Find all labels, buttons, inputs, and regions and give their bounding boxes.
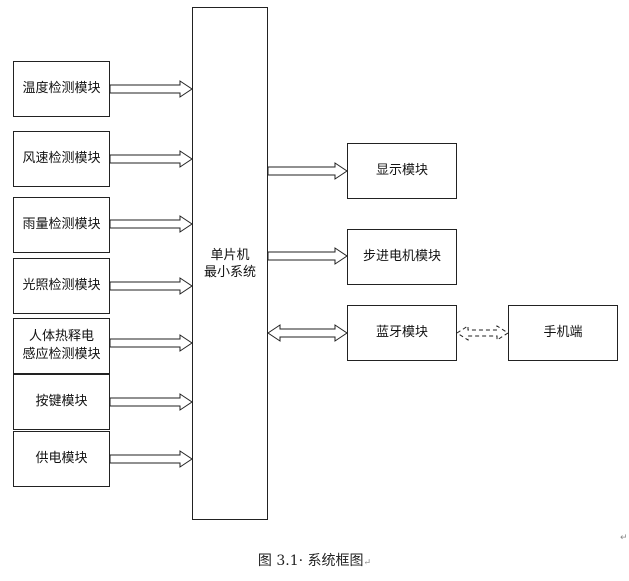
phone-terminal: 手机端 xyxy=(508,305,618,361)
arrow-bluetooth-phone-wireless xyxy=(456,325,509,341)
arrow-wind-to-mcu xyxy=(109,150,193,168)
wind-speed-module: 风速检测模块 xyxy=(13,131,110,187)
stepper-motor-module: 步进电机模块 xyxy=(347,229,457,285)
mcu-minimum-system: 单片机 最小系统 xyxy=(192,7,268,520)
arrow-mcu-to-display xyxy=(267,162,348,180)
power-module-label: 供电模块 xyxy=(35,451,88,466)
keys-module-label: 按键模块 xyxy=(35,394,88,409)
arrow-temperature-to-mcu xyxy=(109,80,193,98)
arrow-power-to-mcu xyxy=(109,450,193,468)
figure-caption: 图 3.1· 系统框图↵ xyxy=(0,552,629,572)
rain-module: 雨量检测模块 xyxy=(13,197,110,253)
display-module: 显示模块 xyxy=(347,143,457,199)
keys-module: 按键模块 xyxy=(13,374,110,430)
arrow-mcu-to-stepper xyxy=(267,247,348,265)
display-module-label: 显示模块 xyxy=(375,163,428,178)
temperature-module-label: 温度检测模块 xyxy=(22,81,101,96)
light-module-label: 光照检测模块 xyxy=(22,278,101,293)
arrow-light-to-mcu xyxy=(109,277,193,295)
pir-module-label: 人体热释电 感应检测模块 xyxy=(22,329,101,362)
wind-speed-module-label: 风速检测模块 xyxy=(22,151,101,166)
arrow-rain-to-mcu xyxy=(109,215,193,233)
pir-module: 人体热释电 感应检测模块 xyxy=(13,318,110,374)
bluetooth-module-label: 蓝牙模块 xyxy=(375,325,428,340)
caption-paragraph-mark: ↵ xyxy=(363,558,372,568)
paragraph-mark-right: ↵ xyxy=(620,533,628,543)
power-module: 供电模块 xyxy=(13,431,110,487)
arrow-mcu-bluetooth-bidirectional xyxy=(267,324,348,342)
rain-module-label: 雨量检测模块 xyxy=(22,217,101,232)
stepper-motor-module-label: 步进电机模块 xyxy=(362,249,441,264)
phone-terminal-label: 手机端 xyxy=(543,325,583,340)
mcu-label: 单片机 最小系统 xyxy=(203,247,256,280)
arrow-pir-to-mcu xyxy=(109,334,193,352)
light-module: 光照检测模块 xyxy=(13,258,110,314)
bluetooth-module: 蓝牙模块 xyxy=(347,305,457,361)
temperature-module: 温度检测模块 xyxy=(13,61,110,117)
arrow-keys-to-mcu xyxy=(109,393,193,411)
figure-caption-text: 图 3.1· 系统框图 xyxy=(257,553,364,569)
